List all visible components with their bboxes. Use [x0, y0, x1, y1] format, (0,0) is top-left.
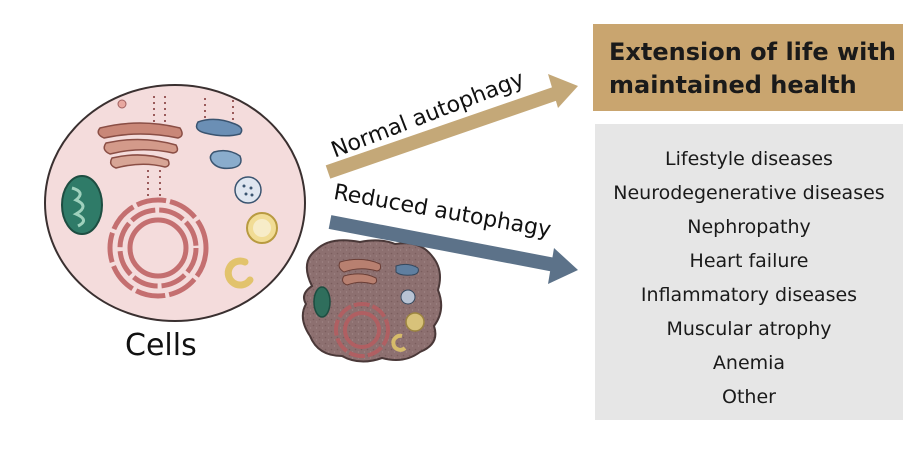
healthy-outcome-box: Extension of life with maintained health — [593, 24, 903, 111]
autophagosome-icon — [224, 212, 278, 289]
disease-outcome-box: Lifestyle diseases Neurodegenerative dis… — [595, 124, 903, 420]
vesicle-trail-icon — [147, 96, 234, 198]
golgi-icon — [97, 122, 183, 169]
disease-item: Other — [722, 386, 776, 408]
damaged-nucleus-icon — [334, 302, 390, 358]
disease-item: Heart failure — [689, 250, 809, 272]
mitochondrion-icon — [61, 175, 103, 235]
damaged-mitochondrion-icon — [313, 286, 331, 318]
disease-item: Lifestyle diseases — [665, 148, 833, 170]
disease-item: Muscular atrophy — [666, 318, 832, 340]
disease-item: Inflammatory diseases — [640, 284, 858, 306]
nucleus-icon — [107, 197, 209, 299]
reduced-autophagy-arrow — [328, 215, 578, 284]
healthy-outcome-line-2: maintained health — [609, 71, 857, 99]
disease-item: Nephropathy — [687, 216, 811, 238]
lysosome-icon — [234, 176, 262, 204]
cells-label: Cells — [125, 328, 197, 363]
damaged-golgi-icon — [338, 258, 382, 286]
normal-autophagy-arrow — [325, 74, 578, 179]
disease-item: Neurodegenerative diseases — [613, 182, 885, 204]
damaged-cell — [301, 239, 443, 363]
disease-item: Anemia — [712, 352, 786, 374]
damaged-vesicle-icon — [391, 263, 425, 352]
healthy-cell — [44, 84, 306, 322]
endosome-icon — [195, 118, 243, 170]
healthy-outcome-line-1: Extension of life with — [609, 38, 896, 66]
